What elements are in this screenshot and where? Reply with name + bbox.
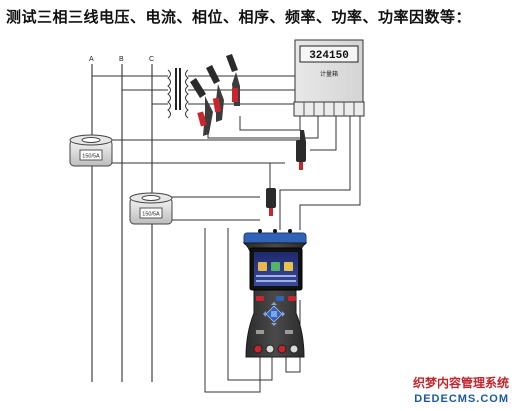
voltage-transformer	[92, 68, 300, 119]
meter-wiring	[112, 116, 361, 230]
watermark-cn: 织梦内容管理系统	[412, 376, 509, 390]
phase-label-c: C	[149, 56, 154, 63]
phase-label-a: A	[89, 56, 94, 63]
phase-bus-b: B	[119, 56, 124, 382]
voltage-clip-1	[190, 78, 213, 136]
tester-device	[242, 229, 308, 358]
current-transformer-a: 150/5A	[69, 134, 113, 167]
phase-bus-a: A	[89, 56, 94, 382]
voltage-clip-3	[226, 54, 240, 106]
voltage-clip-2	[206, 65, 224, 122]
meter-reading: 324150	[309, 50, 349, 62]
meter-name: 计量箱	[320, 70, 338, 78]
page-title: 测试三相三线电压、电流、相位、相序、频率、功率、功率因数等：	[6, 8, 472, 26]
current-clamp-2	[266, 188, 276, 216]
energy-meter: 324150 计量箱	[293, 39, 365, 117]
ct-a-rating: 150/5A	[82, 154, 100, 160]
phase-label-b: B	[119, 56, 124, 63]
current-clamp-1	[296, 130, 306, 170]
current-transformer-c: 150/5A	[129, 192, 173, 225]
watermark-en: DEDECMS.COM	[414, 393, 509, 405]
ct-c-rating: 150/5A	[142, 212, 160, 218]
